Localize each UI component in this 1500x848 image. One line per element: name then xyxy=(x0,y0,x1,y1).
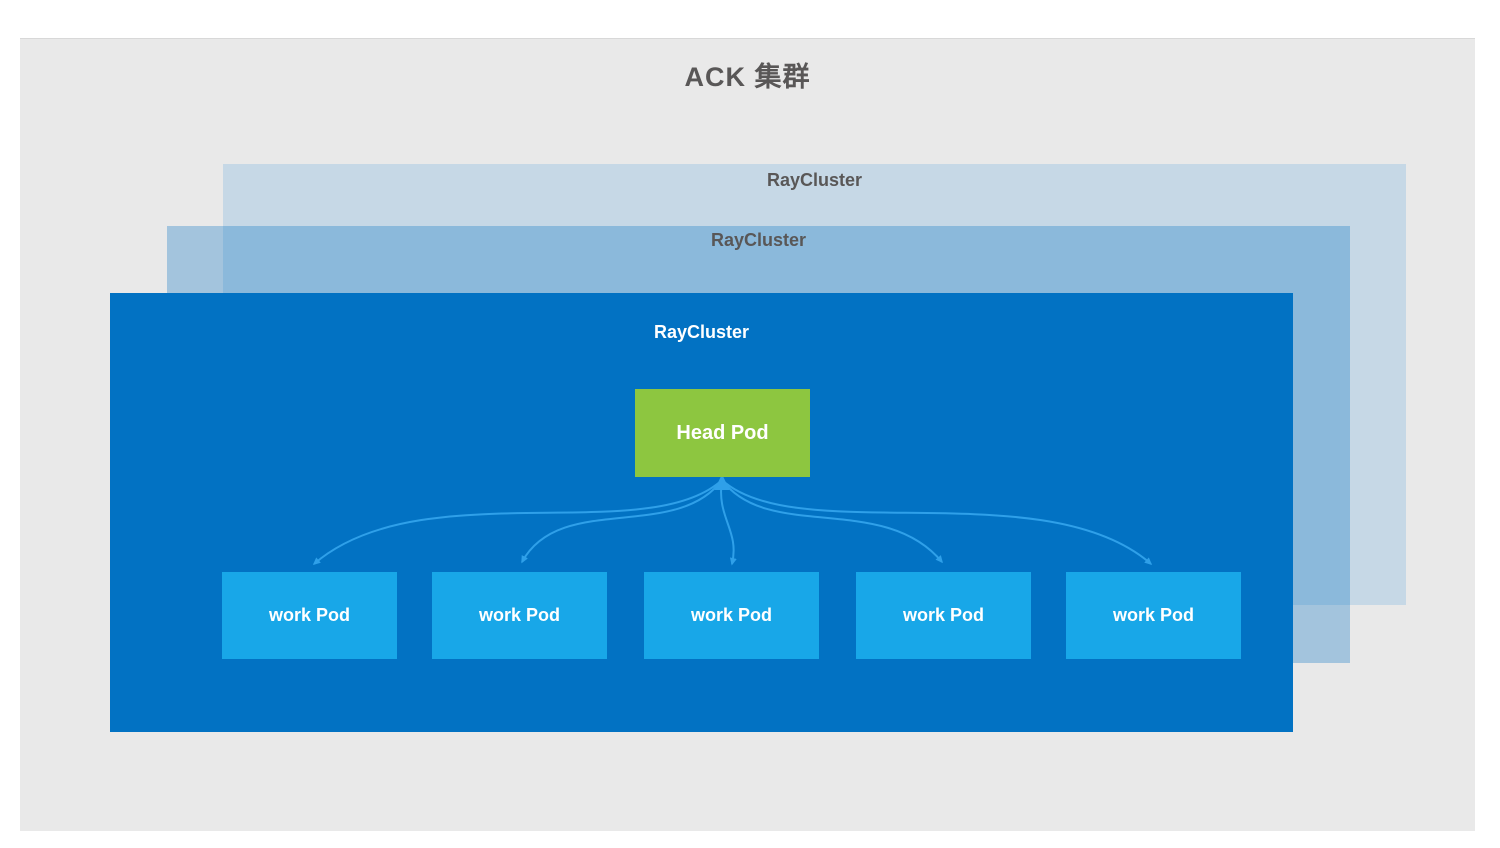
raycluster-front-label: RayCluster xyxy=(653,322,750,342)
raycluster-back-label: RayCluster xyxy=(766,170,863,190)
work-pod-box-3: work Pod xyxy=(644,572,819,659)
head-pod-box: Head Pod xyxy=(635,389,810,477)
work-pod-box-5: work Pod xyxy=(1066,572,1241,659)
diagram-title: ACK 集群 xyxy=(684,62,811,92)
work-pod-box-1: work Pod xyxy=(222,572,397,659)
raycluster-middle-label: RayCluster xyxy=(710,230,807,250)
work-pod-box-4: work Pod xyxy=(856,572,1031,659)
raycluster-box-front: RayCluster xyxy=(110,293,1293,732)
work-pod-box-2: work Pod xyxy=(432,572,607,659)
